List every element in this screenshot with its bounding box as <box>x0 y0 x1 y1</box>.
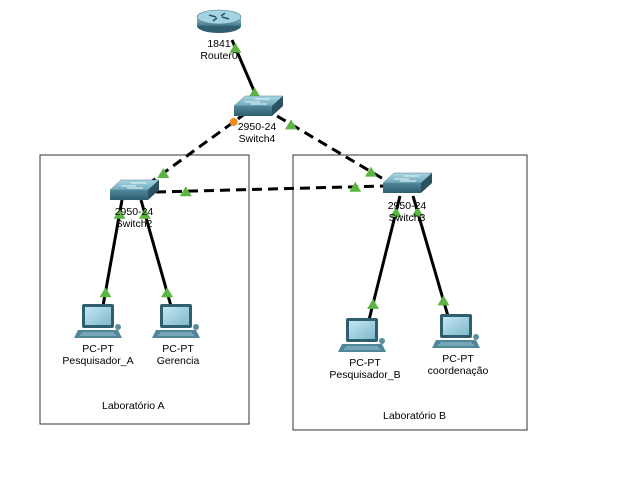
switch4-label: 2950-24 Switch4 <box>222 121 292 145</box>
switch2-label: 2950-24 Switch2 <box>99 206 169 230</box>
area-lab-b-label: Laboratório B <box>383 410 447 422</box>
link-status-router0-switch4-b <box>248 87 261 98</box>
area-lab-a-label: Laboratório A <box>102 400 165 412</box>
pc-pesquisador-a-label: PC-PT Pesquisador_A <box>53 343 143 367</box>
pc-gerencia-name: Gerencia <box>156 355 200 367</box>
link-status-layer <box>99 42 450 309</box>
link-status-switch4-switch2-a <box>229 117 238 126</box>
switch3-icon[interactable] <box>382 172 433 193</box>
pc-pesquisador-b-icon[interactable] <box>338 318 386 352</box>
router0-label: 1841 Router0 <box>189 38 249 62</box>
switch4-name: Switch4 <box>238 133 276 145</box>
link-status-switch2-pc_gerencia-b <box>161 287 174 298</box>
pc-coordenacao-name: coordenação <box>427 365 489 377</box>
pc-pesquisador-a-name: Pesquisador_A <box>62 355 134 367</box>
pc-gerencia-label: PC-PT Gerencia <box>138 343 218 367</box>
pc-pesquisador-a-icon[interactable] <box>74 304 122 338</box>
link-status-switch4-switch3-a <box>285 119 298 130</box>
pc-pesquisador-b-name: Pesquisador_B <box>329 369 401 381</box>
link-switch4-switch2[interactable] <box>150 111 247 184</box>
link-status-switch4-switch3-b <box>364 166 377 177</box>
router0-icon[interactable] <box>196 9 242 33</box>
switch2-name: Switch2 <box>115 218 153 230</box>
link-status-switch3-pc_coord-b <box>437 295 450 306</box>
pc-pesquisador-a-model: PC-PT <box>82 343 114 355</box>
pc-pesquisador-b-label: PC-PT Pesquisador_B <box>320 357 410 381</box>
link-status-switch3-pc_pesq_b-a <box>389 207 402 218</box>
pc-gerencia-icon[interactable] <box>152 304 200 338</box>
link-status-switch2-switch3-b <box>349 181 362 192</box>
link-status-switch4-switch2-b <box>157 168 170 179</box>
link-status-switch2-pc_pesq_a-a <box>113 208 126 219</box>
switch3-name: Switch3 <box>388 212 426 224</box>
switch4-model: 2950-24 <box>237 121 277 133</box>
pc-gerencia-model: PC-PT <box>162 343 194 355</box>
link-switch2-switch3[interactable] <box>155 184 386 194</box>
area-lab-b <box>292 154 528 431</box>
switch4-icon[interactable] <box>233 95 284 116</box>
link-status-switch2-pc_gerencia-a <box>138 208 151 219</box>
link-status-switch2-switch3-a <box>179 186 192 197</box>
link-status-router0-switch4-a <box>229 42 242 53</box>
switch2-model: 2950-24 <box>114 206 154 218</box>
pc-coordenacao-icon[interactable] <box>432 314 480 348</box>
switch2-icon[interactable] <box>109 179 160 200</box>
pc-coordenacao-model: PC-PT <box>442 353 474 365</box>
link-status-switch3-pc_coord-a <box>411 206 424 217</box>
link-status-switch3-pc_pesq_b-b <box>367 298 380 309</box>
link-status-switch2-pc_pesq_a-b <box>99 287 112 298</box>
pc-coordenacao-label: PC-PT coordenação <box>413 353 503 377</box>
pc-pesquisador-b-model: PC-PT <box>349 357 381 369</box>
switch3-label: 2950-24 Switch3 <box>372 200 442 224</box>
area-lab-a <box>39 154 250 425</box>
router0-model: 1841 <box>207 38 231 50</box>
switch3-model: 2950-24 <box>387 200 427 212</box>
router0-name: Router0 <box>200 50 238 62</box>
